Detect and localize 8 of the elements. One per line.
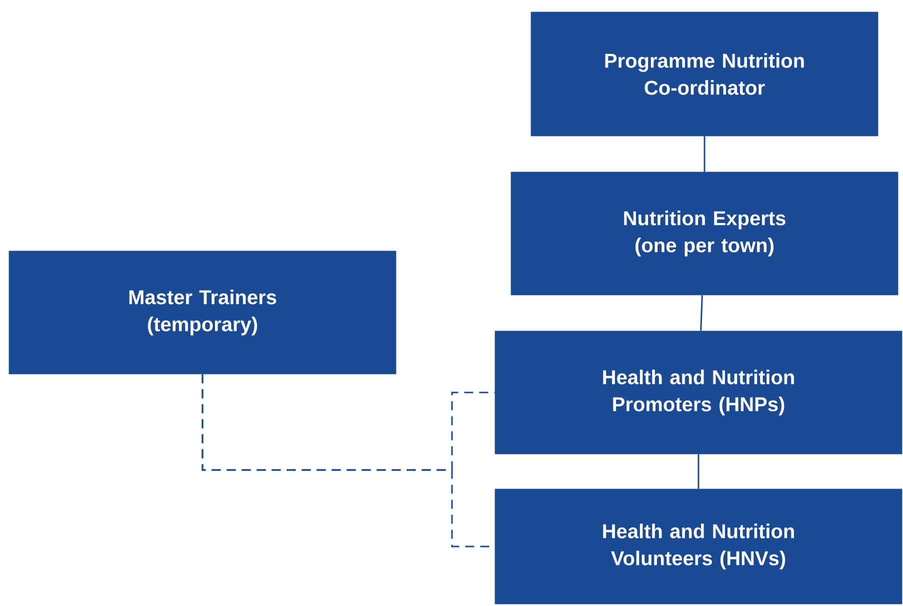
org-box: Nutrition Experts (one per town) <box>510 172 898 296</box>
connector-line <box>700 295 703 331</box>
org-box: Health and Nutrition Promoters (HNPs) <box>494 330 902 454</box>
org-box: Health and Nutrition Volunteers (HNVs) <box>494 488 902 604</box>
connector-line <box>698 454 700 489</box>
org-box: Master Trainers (temporary) <box>8 250 396 374</box>
connector-line <box>704 136 706 172</box>
org-box: Programme Nutrition Co-ordinator <box>530 12 878 136</box>
